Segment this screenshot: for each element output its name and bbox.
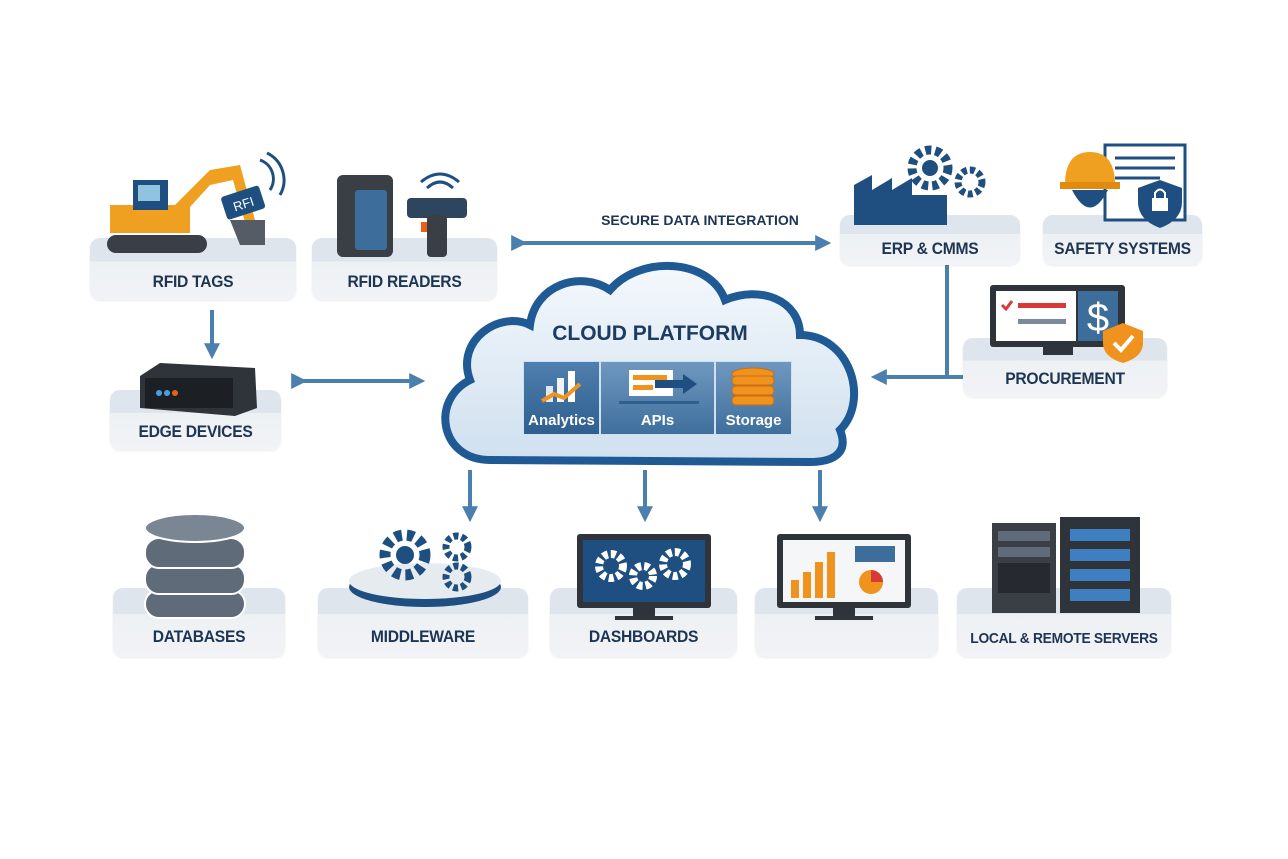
- node-label: RFID TAGS: [152, 272, 234, 291]
- node-label: ERP & CMMS: [881, 239, 979, 258]
- node-safety-systems: SAFETY SYSTEMS: [1043, 215, 1202, 265]
- module-label: APIs: [640, 412, 675, 429]
- module-label: Analytics: [528, 412, 595, 429]
- storage-stack-icon: [731, 367, 775, 406]
- middleware-gears-icon: [349, 529, 501, 607]
- safety-helmet-lock-icon: [1060, 143, 1187, 228]
- edge-device-icon: [140, 363, 257, 416]
- node-label: PROCUREMENT: [1005, 369, 1125, 388]
- svg-text:$: $: [1087, 296, 1109, 340]
- node-label: DASHBOARDS: [588, 627, 699, 646]
- cloud-platform-title: CLOUD PLATFORM: [552, 322, 748, 345]
- excavator-icon: RFI: [107, 151, 286, 253]
- node-label: EDGE DEVICES: [138, 422, 253, 441]
- rfid-reader-icon: [337, 172, 467, 257]
- secure-integration-label: SECURE DATA INTEGRATION: [601, 212, 799, 228]
- node-label: RFID READERS: [347, 272, 462, 291]
- node-label: DATABASES: [152, 627, 246, 646]
- module-label: Storage: [725, 412, 782, 429]
- server-rack-icon: [992, 517, 1140, 613]
- node-label: LOCAL & REMOTE SERVERS: [970, 630, 1158, 647]
- analytics-chart-icon: [540, 371, 582, 403]
- module-analytics: Analytics: [523, 361, 600, 435]
- module-storage: Storage: [715, 361, 792, 435]
- dashboard-monitor-icon: [577, 534, 711, 620]
- database-icon: [144, 513, 246, 619]
- procurement-monitor-icon: $: [990, 285, 1143, 363]
- node-label: SAFETY SYSTEMS: [1054, 239, 1191, 258]
- factory-gears-icon: [854, 145, 986, 225]
- tag-text: RFI: [231, 194, 256, 215]
- node-label: MIDDLEWARE: [370, 627, 476, 646]
- report-chart-monitor-icon: [777, 534, 911, 620]
- module-apis: APIs: [600, 361, 715, 435]
- api-arrow-icon: [619, 370, 699, 404]
